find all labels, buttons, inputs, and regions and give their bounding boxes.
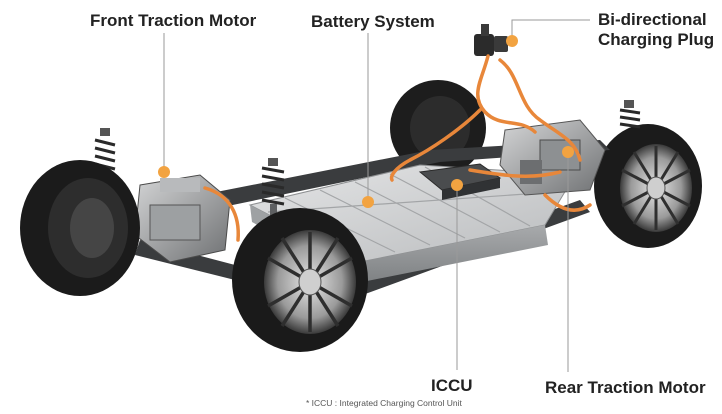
rear-motor-marker <box>562 146 574 158</box>
charging-plug-label-line1: Bi-directional <box>598 10 707 29</box>
rear-right-strut <box>619 100 641 129</box>
charging-plug-marker <box>506 35 518 47</box>
charging-plug-label-line2: Charging Plug <box>598 30 715 49</box>
charging-plug <box>474 24 508 56</box>
rear-motor-label: Rear Traction Motor <box>545 378 706 397</box>
battery-label: Battery System <box>311 12 435 31</box>
rear-motor-assembly <box>499 119 606 196</box>
front-left-wheel <box>20 160 140 296</box>
front-right-wheel <box>232 208 368 352</box>
footnote: * ICCU : Integrated Charging Control Uni… <box>306 398 462 408</box>
leader-lines <box>163 19 590 372</box>
rear-right-wheel <box>594 124 702 248</box>
front-motor-marker <box>158 166 170 178</box>
charging-plug-label: Bi-directional Charging Plug <box>598 10 714 50</box>
iccu-marker <box>451 179 463 191</box>
front-motor-assembly <box>134 174 231 263</box>
markers <box>158 35 574 208</box>
front-motor-label: Front Traction Motor <box>90 11 257 30</box>
iccu-label: ICCU <box>431 376 473 395</box>
battery-marker <box>362 196 374 208</box>
